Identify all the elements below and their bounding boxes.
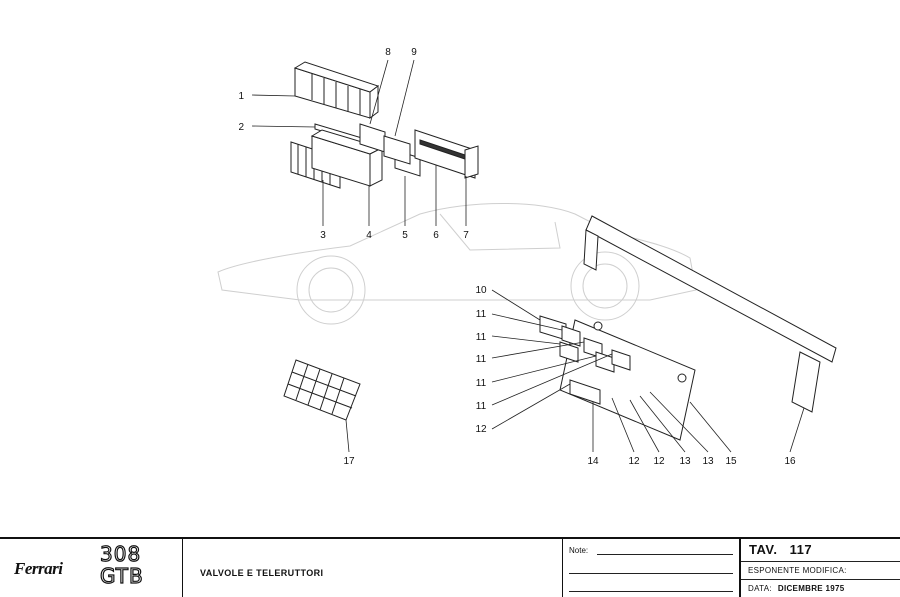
date-label: DATA: <box>748 584 772 593</box>
callout-2: 2 <box>238 122 244 133</box>
callout-1: 1 <box>238 91 244 102</box>
callout-7: 7 <box>463 230 469 241</box>
description-cell: VALVOLE E TELERUTTORI <box>183 539 563 597</box>
callout-13b: 13 <box>702 456 714 467</box>
ferrari-logo: Ferrari <box>14 559 63 578</box>
part-17-panel <box>283 359 361 421</box>
callout-12a: 12 <box>475 424 487 435</box>
callout-3: 3 <box>320 230 326 241</box>
part-1-fuse-cover <box>293 61 380 119</box>
callout-10: 10 <box>475 285 487 296</box>
callout-8: 8 <box>385 47 391 58</box>
note-line <box>597 554 733 555</box>
callout-13a: 13 <box>679 456 691 467</box>
part-14-connector <box>569 379 601 405</box>
table-number: TAV. 117 <box>749 542 812 557</box>
part-7-fuse-holder-end <box>464 145 479 179</box>
exploded-parts-diagram: 1 2 3 4 5 6 7 8 9 10 11 11 11 11 11 12 1… <box>217 47 837 467</box>
part-16-bracket <box>583 215 837 413</box>
notes-cell: Note: <box>563 539 741 597</box>
model-name: GTB <box>99 564 144 588</box>
callout-11e: 11 <box>476 401 487 412</box>
callout-11a: 11 <box>476 309 487 320</box>
part-9-fuse-strip <box>383 135 411 165</box>
car-silhouette <box>217 203 697 325</box>
date-row: DATA: DICEMBRE 1975 <box>748 584 844 593</box>
callout-11b: 11 <box>476 332 487 343</box>
esponente-label: ESPONENTE MODIFICA: <box>748 566 847 575</box>
tav-number: 117 <box>789 542 813 557</box>
callout-labels: 1 2 3 4 5 6 7 8 9 10 11 11 11 11 11 12 1… <box>238 47 796 467</box>
callout-11c: 11 <box>476 354 487 365</box>
leader-lines <box>251 59 805 453</box>
divider <box>741 561 900 562</box>
callout-16: 16 <box>784 456 796 467</box>
date-value: DICEMBRE 1975 <box>777 584 845 593</box>
sheet-description: VALVOLE E TELERUTTORI <box>200 568 324 578</box>
notes-label: Note: <box>569 546 589 555</box>
note-line <box>569 573 733 574</box>
divider <box>741 579 900 580</box>
callout-17: 17 <box>343 456 355 467</box>
title-block: Ferrari 308 GTB VALVOLE E TELERUTTORI No… <box>0 537 900 597</box>
callout-15: 15 <box>725 456 737 467</box>
note-line <box>569 591 733 592</box>
tav-label: TAV. <box>749 542 778 557</box>
model-logo: 308 GTB <box>99 542 144 588</box>
callout-12c: 12 <box>653 456 665 467</box>
model-number: 308 <box>99 542 142 566</box>
callout-9: 9 <box>411 47 417 58</box>
callout-5: 5 <box>402 230 408 241</box>
reference-cell: TAV. 117 ESPONENTE MODIFICA: DATA: DICEMB… <box>741 539 900 597</box>
callout-4: 4 <box>366 230 372 241</box>
callout-14: 14 <box>587 456 599 467</box>
callout-11d: 11 <box>476 378 487 389</box>
callout-6: 6 <box>433 230 439 241</box>
logo-cell: Ferrari 308 GTB <box>0 539 183 597</box>
callout-12b: 12 <box>628 456 640 467</box>
